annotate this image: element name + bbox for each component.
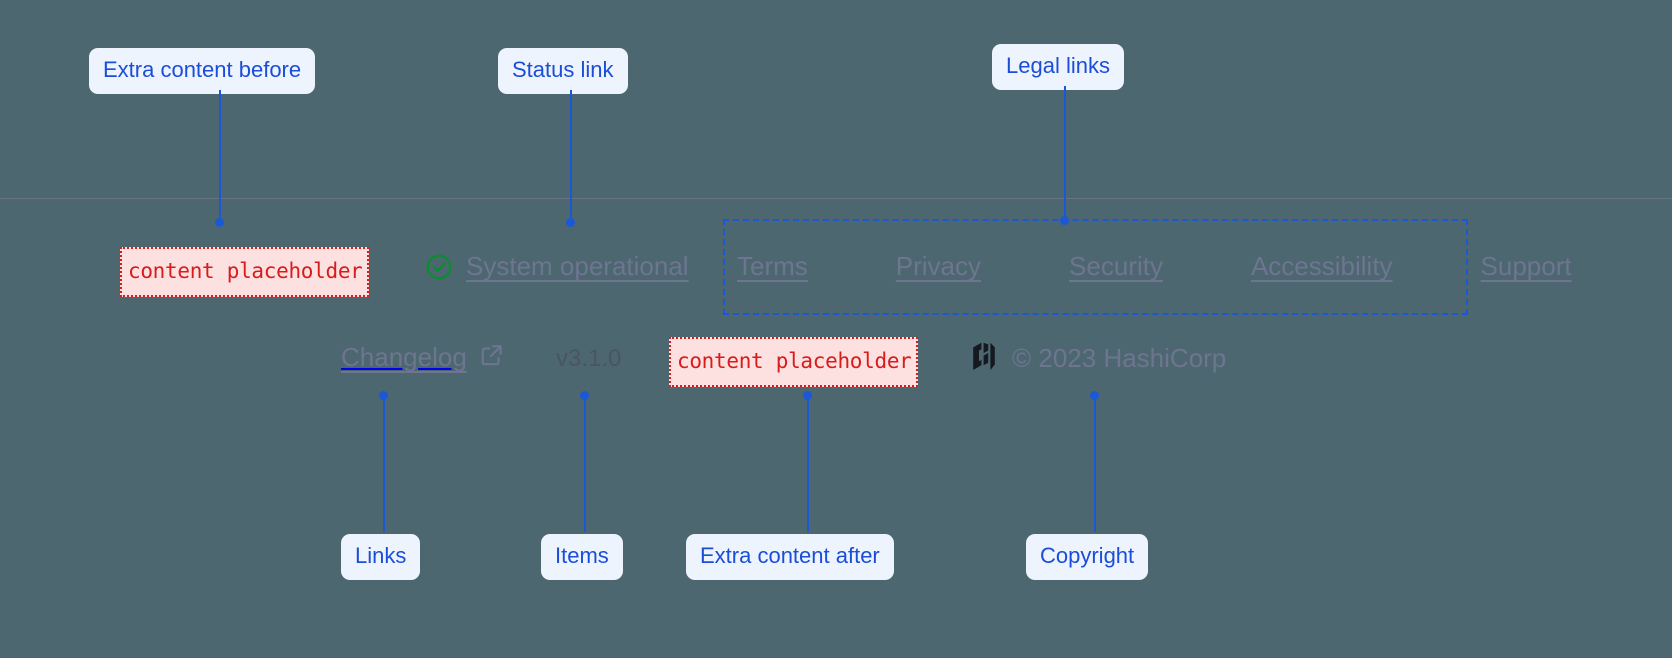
version-label: v3.1.0 [556, 345, 622, 372]
leader-dot-items [580, 391, 589, 400]
callout-legal-links: Legal links [992, 44, 1124, 90]
legal-link-privacy[interactable]: Privacy [895, 251, 982, 281]
leader-line-extra-after [807, 396, 809, 532]
callout-extra-content-before: Extra content before [89, 48, 316, 94]
placeholder-extra-content-before: content placeholder [120, 247, 369, 297]
leader-dot-extra-before [215, 218, 224, 227]
legal-links-highlight-box [723, 219, 1468, 315]
callout-items: Items [541, 534, 623, 580]
callout-extra-content-after: Extra content after [686, 534, 894, 580]
check-circle-icon [424, 252, 454, 282]
leader-line-legal [1064, 86, 1066, 222]
footer-divider [0, 198, 1672, 199]
legal-link-security[interactable]: Security [1069, 251, 1163, 281]
callout-status-link: Status link [498, 48, 628, 94]
leader-line-items [584, 396, 586, 532]
legal-link-terms[interactable]: Terms [737, 251, 808, 281]
placeholder-extra-content-after: content placeholder [669, 337, 918, 387]
hashicorp-logo [970, 341, 998, 376]
leader-dot-status [566, 218, 575, 227]
callout-copyright: Copyright [1026, 534, 1149, 580]
footer-component: content placeholder System operational T… [0, 199, 1672, 429]
status-link[interactable]: System operational [424, 251, 689, 282]
changelog-link[interactable]: Changelog [341, 342, 505, 373]
leader-line-copyright [1094, 396, 1096, 532]
copyright-block: © 2023 HashiCorp [970, 341, 1226, 376]
leader-dot-extra-after [803, 391, 812, 400]
leader-line-status [570, 90, 572, 222]
leader-dot-links [379, 391, 388, 400]
changelog-label: Changelog [341, 342, 467, 372]
copyright-text: © 2023 HashiCorp [1012, 343, 1227, 373]
leader-line-links [383, 396, 385, 532]
callout-links: Links [341, 534, 421, 580]
leader-line-extra-before [219, 90, 221, 222]
external-link-icon [479, 342, 505, 373]
legal-link-support[interactable]: Support [1480, 251, 1572, 281]
leader-dot-copyright [1090, 391, 1099, 400]
legal-links-list: Terms Privacy Security Accessibility Sup… [737, 251, 1572, 282]
status-link-label: System operational [466, 251, 689, 281]
legal-link-accessibility[interactable]: Accessibility [1250, 251, 1393, 281]
